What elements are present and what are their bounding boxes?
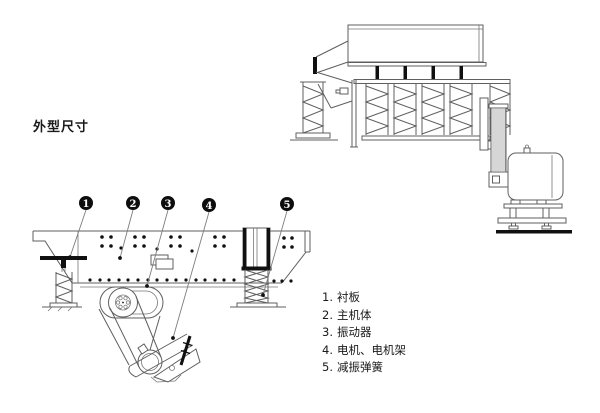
legend-item-number: 3. (322, 325, 333, 339)
callout-3-number: 3 (165, 199, 172, 210)
rivet-dots-upper (100, 235, 294, 253)
callout-4: 4 (202, 198, 216, 212)
legend-item: 1.衬板 (322, 289, 406, 307)
lower-rail (353, 79, 511, 84)
coil-spring (392, 84, 418, 135)
liner-plate (40, 256, 87, 272)
callout-1-number: 1 (83, 199, 90, 210)
legend-item-number: 5. (322, 360, 333, 374)
callout-5: 5 (280, 197, 294, 211)
upper-rail (347, 62, 487, 67)
v-belt (109, 296, 162, 368)
parts-legend: 1.衬板 2.主机体 3.振动器 4.电机、电机架 5.减振弹簧 (322, 289, 406, 377)
mount-bracket (315, 71, 358, 148)
motor-stand (496, 203, 572, 234)
legend-item-number: 4. (322, 342, 333, 357)
coil-spring (448, 84, 474, 135)
legend-item-label: 振动器 (336, 325, 372, 339)
callout-2: 2 (126, 196, 140, 210)
section-title: 外型尺寸 (33, 120, 90, 135)
legend-item-number: 1. (322, 290, 333, 304)
callout-1: 1 (79, 196, 93, 210)
coil-spring (488, 84, 512, 135)
callout-5-number: 5 (284, 200, 291, 211)
coil-spring (420, 84, 446, 135)
legend-item-label: 电机、电机架 (336, 342, 406, 357)
drive-motor (507, 144, 564, 205)
leader-lines (68, 209, 288, 340)
legend-item: 4.电机、电机架 (322, 342, 406, 360)
spring-base-rail (361, 135, 491, 141)
legend-item-label: 减振弹簧 (336, 360, 383, 374)
front-spring (42, 272, 82, 312)
coil-spring (364, 84, 390, 135)
legend-item: 5.减振弹簧 (322, 359, 406, 377)
end-view-drawing (290, 24, 572, 234)
hopper-box (347, 24, 484, 63)
legend-item-label: 衬板 (336, 290, 360, 304)
damping-spring (230, 269, 286, 308)
callout-2-number: 2 (130, 199, 137, 210)
motor-frame (98, 308, 201, 383)
spring-row (364, 84, 512, 135)
callout-3: 3 (161, 196, 175, 210)
left-support-spring (290, 81, 338, 141)
belt-guard (488, 103, 509, 188)
feed-lip (313, 40, 349, 74)
legend-item: 2.主机体 (322, 307, 406, 325)
motor-pulley (137, 343, 163, 375)
side-view-drawing: 1 2 3 4 5 (32, 196, 311, 383)
rivet-dots-lower (88, 278, 293, 283)
legend-item-label: 主机体 (336, 307, 372, 322)
vibrator-pulley (108, 287, 138, 318)
legend-item-number: 2. (322, 307, 333, 322)
callout-4-number: 4 (206, 201, 213, 212)
legend-item: 3.振动器 (322, 324, 406, 342)
spring-bolts (375, 66, 463, 80)
rear-channel-bracket (241, 227, 272, 271)
